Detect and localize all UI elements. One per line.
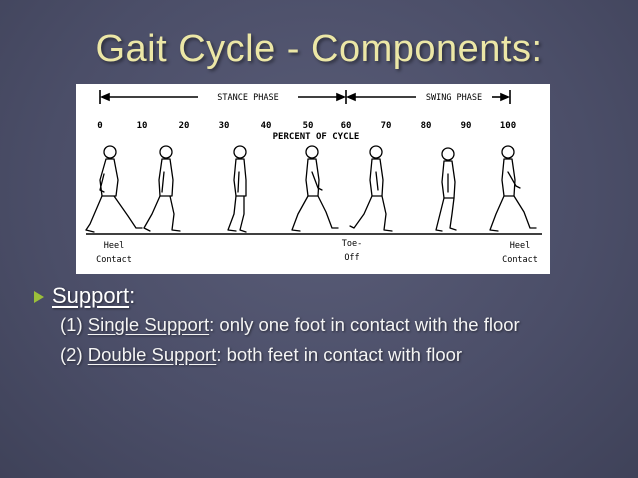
support-heading: Support [52, 283, 130, 308]
stance-arrowhead-right [336, 92, 347, 102]
tick-label: 40 [261, 121, 272, 131]
swing-arrowhead-right [500, 92, 511, 102]
item-term: Single Support [87, 314, 210, 335]
item-term: Double Support [87, 344, 217, 365]
walking-figure [143, 145, 181, 232]
tick-label: 70 [381, 121, 392, 131]
axis-label: PERCENT OF CYCLE [273, 132, 360, 142]
walking-figure [85, 145, 143, 233]
tick-label: 30 [219, 121, 230, 131]
walking-figure [435, 147, 457, 232]
swing-arrowhead-left [345, 92, 356, 102]
tick-label: 100 [500, 121, 516, 131]
bullet-arrow-icon [34, 291, 44, 303]
tick-label: 10 [137, 121, 148, 131]
heel-contact-label-left-1: Heel [104, 241, 124, 251]
item-prefix: (1) [60, 314, 88, 335]
heel-contact-label-left-2: Contact [96, 255, 132, 265]
walking-figure [349, 145, 393, 232]
heel-contact-label-right-2: Contact [502, 255, 538, 265]
support-colon: : [129, 283, 136, 308]
walking-figure [291, 145, 339, 232]
tick-label: 20 [179, 121, 190, 131]
tick-label: 50 [303, 121, 314, 131]
support-bullet: Support: [34, 283, 135, 309]
item-text: : only one foot in contact with the floo… [209, 314, 520, 335]
tick-label: 90 [461, 121, 472, 131]
tick-label: 60 [341, 121, 352, 131]
swing-phase-label: SWING PHASE [426, 93, 482, 103]
stance-phase-label: STANCE PHASE [217, 93, 278, 103]
heel-contact-label-right-1: Heel [510, 241, 530, 251]
item-prefix: (2) [60, 344, 88, 365]
gait-cycle-svg: STANCE PHASE SWING PHASE 0 10 20 30 40 5… [85, 90, 542, 265]
slide-title: Gait Cycle - Components: [95, 28, 543, 70]
gait-cycle-figure: STANCE PHASE SWING PHASE 0 10 20 30 40 5… [76, 84, 550, 274]
toe-off-label-1: Toe- [342, 239, 362, 249]
tick-label: 0 [97, 121, 102, 131]
walking-figure [489, 145, 537, 232]
tick-label: 80 [421, 121, 432, 131]
support-item-double: (2) Double Support: both feet in contact… [60, 344, 462, 366]
support-item-single: (1) Single Support: only one foot in con… [60, 314, 520, 336]
stance-arrowhead-left [99, 92, 110, 102]
item-text: : both feet in contact with floor [216, 344, 463, 365]
walking-figure [227, 145, 247, 233]
toe-off-label-2: Off [344, 253, 359, 263]
phase-bar [99, 90, 511, 104]
